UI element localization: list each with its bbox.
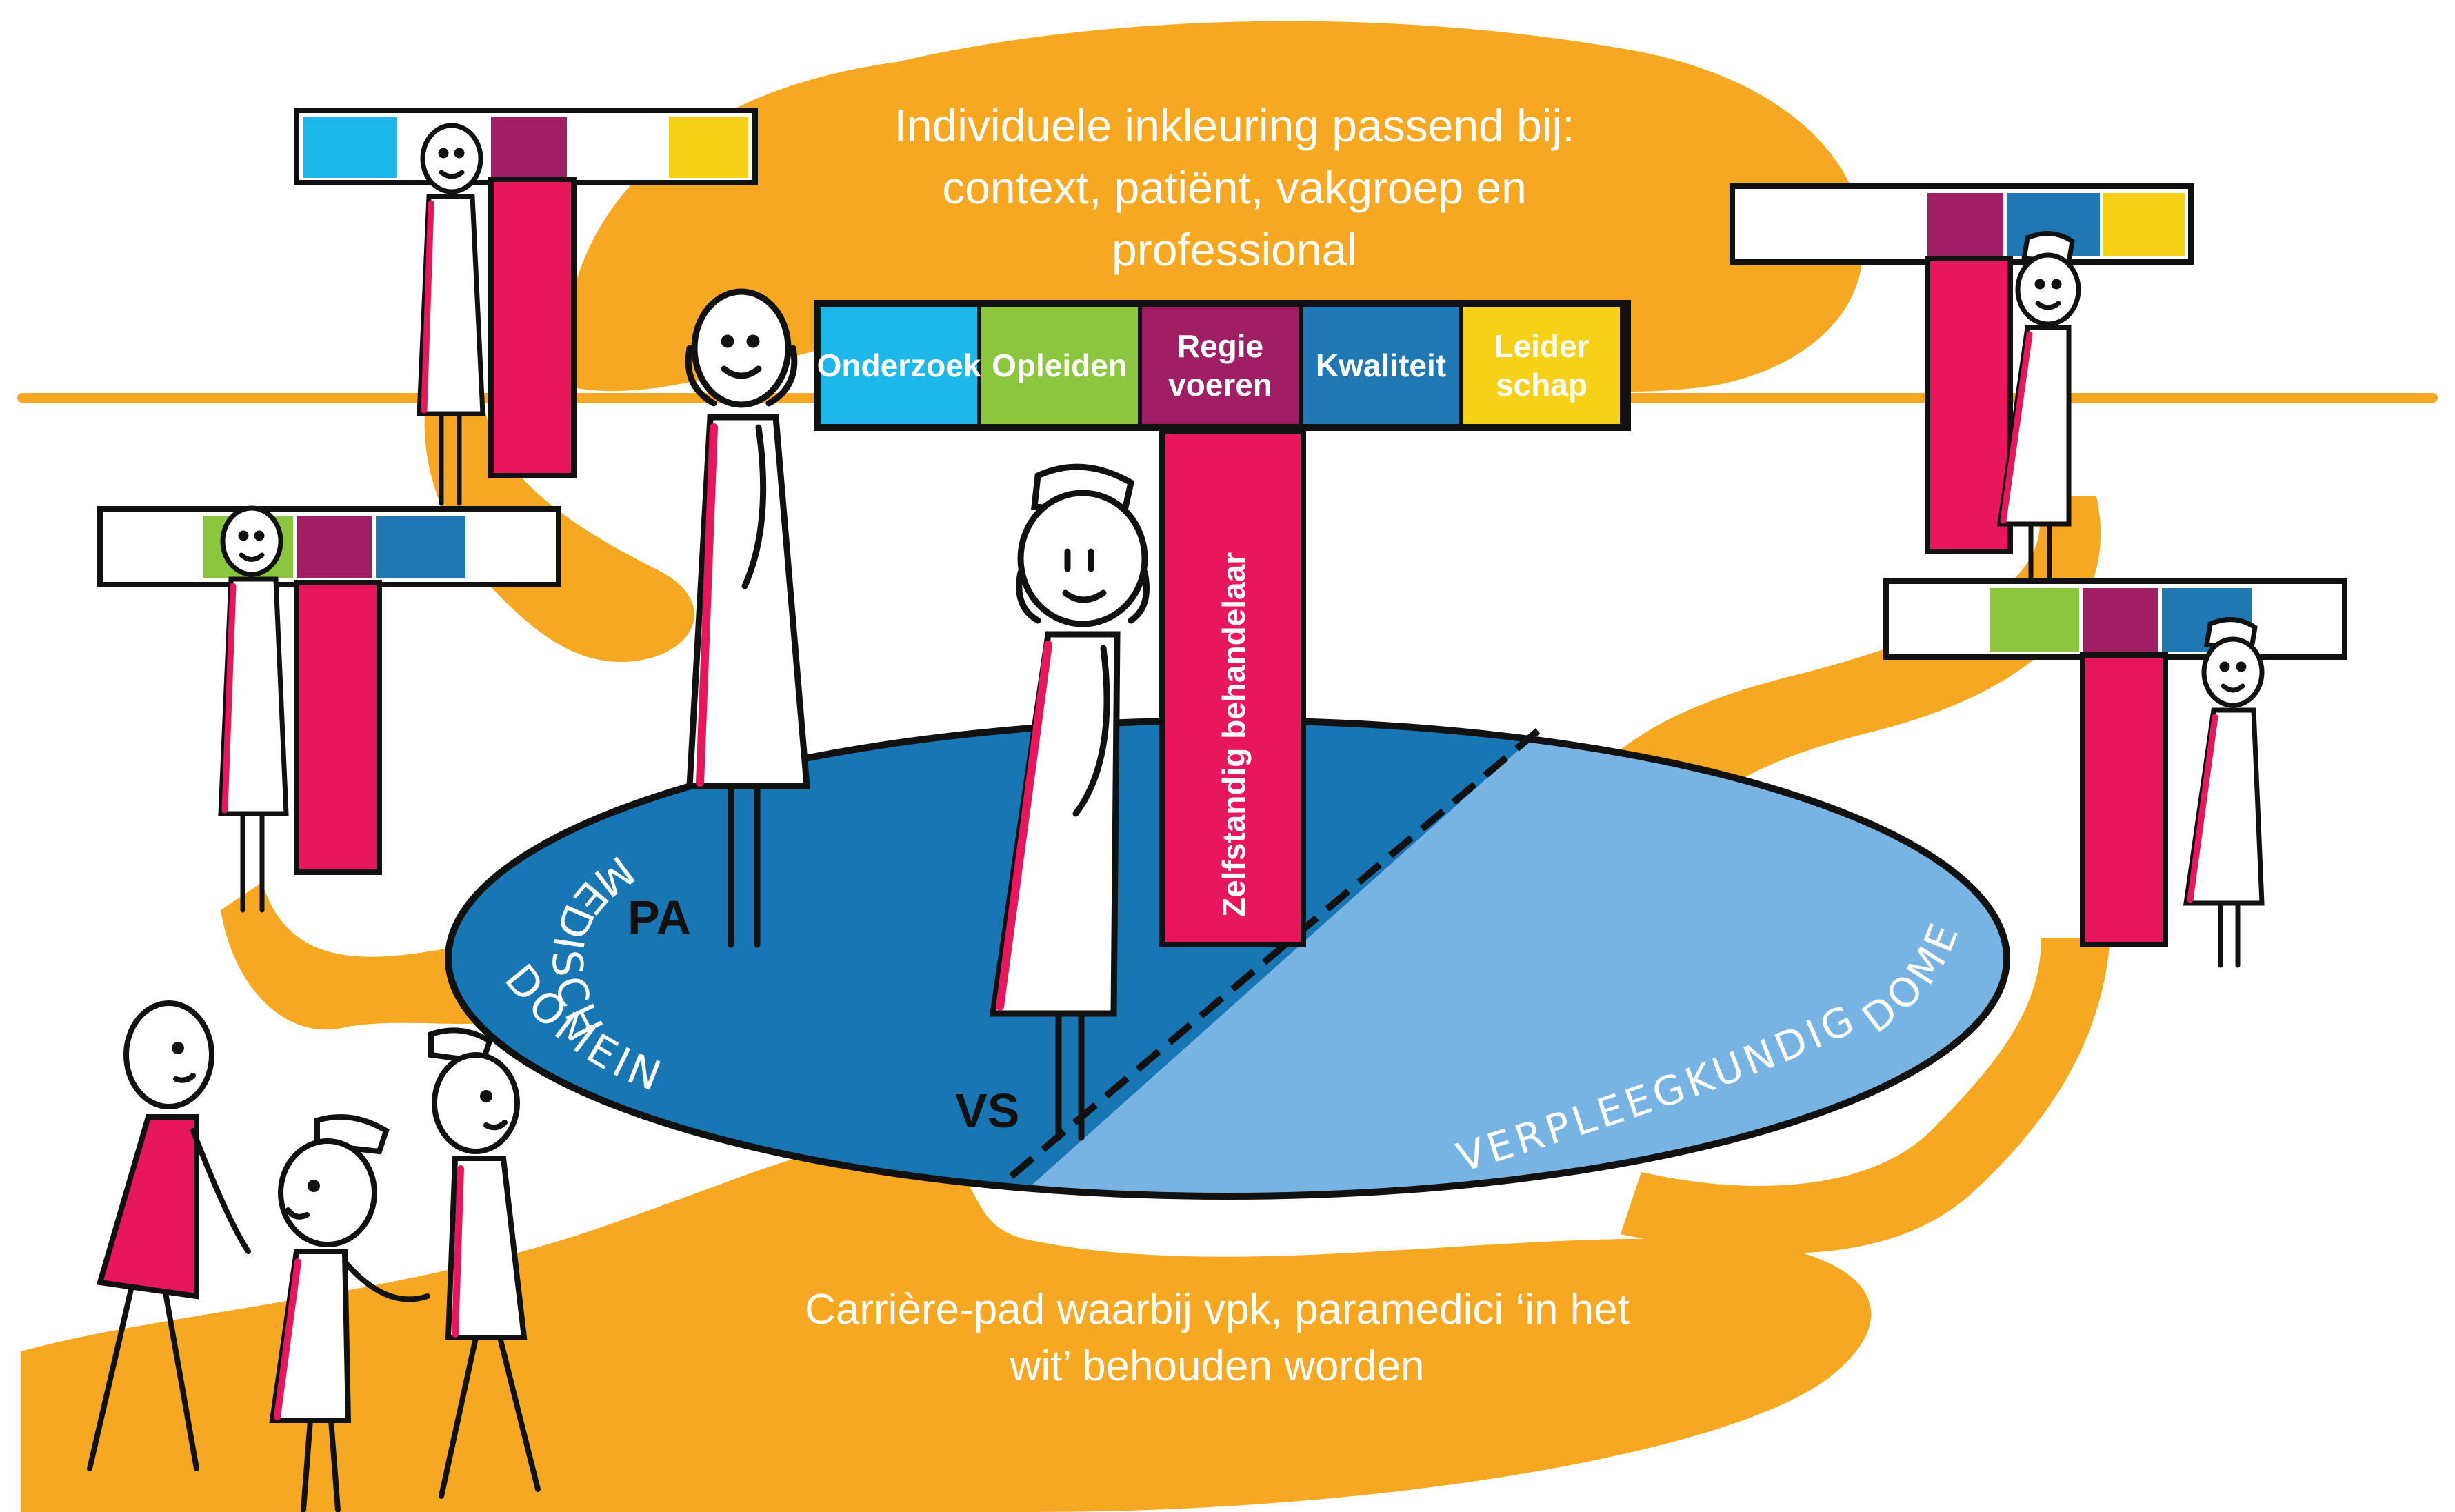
- t-shape-icon: [1730, 183, 2194, 554]
- header-text: Individuele inkleuring passend bij: cont…: [894, 100, 1575, 275]
- main-t-segment: [981, 307, 1138, 424]
- main-t-segment-label: Onderzoek: [817, 347, 981, 383]
- t-shape-icon: [294, 108, 758, 478]
- nurse-icon: [989, 463, 1150, 1141]
- main-t-segment-label: schap: [1496, 367, 1587, 403]
- vs-label: VS: [955, 1084, 1019, 1138]
- nurse-icon: [1996, 231, 2081, 582]
- footer-line-2: wit’ behouden worden: [1010, 1342, 1425, 1390]
- person-icon: [417, 123, 485, 506]
- main-t-segment-label: Kwaliteit: [1316, 347, 1446, 383]
- pa-label: PA: [628, 891, 691, 945]
- person-icon: [87, 1000, 251, 1471]
- main-t-segment-label: Regie: [1177, 328, 1263, 364]
- nurse-icon: [2183, 617, 2265, 968]
- footer-line-1: Carrière-pad waarbij vpk, paramedici ‘in…: [805, 1286, 1630, 1333]
- main-t-segment: [1142, 307, 1299, 424]
- footer-text: Carrière-pad waarbij vpk, paramedici ‘in…: [805, 1286, 1630, 1390]
- main-t-segment: [1463, 307, 1620, 424]
- person-icon: [685, 288, 810, 948]
- person-icon: [218, 505, 289, 913]
- header-line-2: context, patiënt, vakgroep en: [942, 162, 1527, 213]
- nurse-icon: [428, 1027, 541, 1499]
- header-line-1: Individuele inkleuring passend bij:: [894, 100, 1575, 151]
- header-line-3: professional: [1112, 224, 1357, 275]
- nurse-icon: [269, 1114, 430, 1512]
- main-t-segment-label: Opleiden: [992, 347, 1128, 383]
- t-shape-icon: [97, 506, 561, 875]
- main-t-segment-label: voeren: [1168, 367, 1272, 403]
- main-t-segment-label: Leider: [1494, 328, 1589, 364]
- main-t-segment: [1303, 307, 1459, 424]
- main-t-stem-label: Zelfstandig behandelaar: [1216, 552, 1252, 917]
- main-t-segment: [821, 307, 977, 424]
- t-shape-icon: [1883, 578, 2347, 947]
